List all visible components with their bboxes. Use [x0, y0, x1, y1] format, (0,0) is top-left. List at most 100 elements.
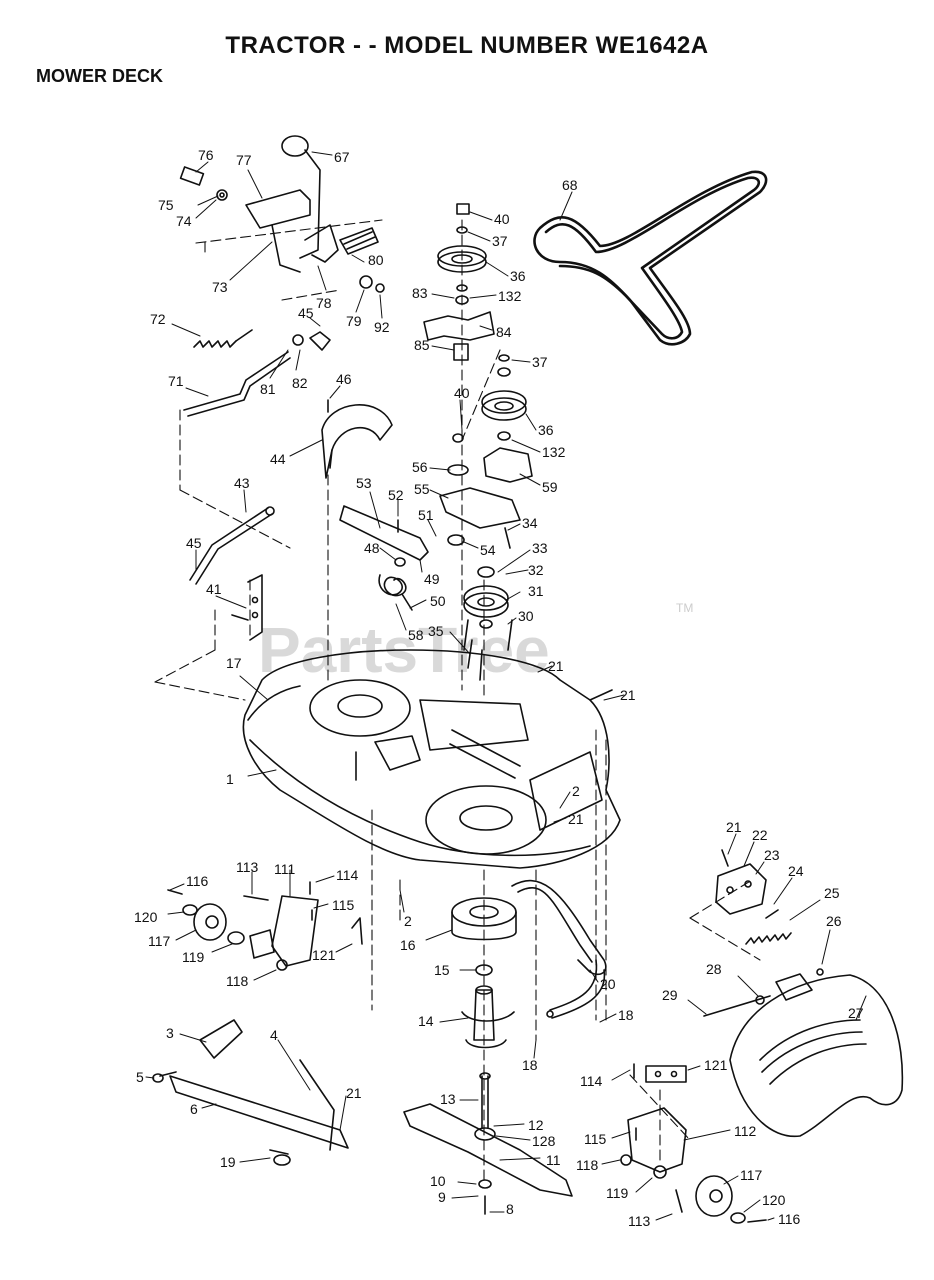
spindle-assembly [451, 897, 517, 1049]
callout-c114b: 114 [580, 1073, 603, 1089]
callout-c6: 6 [190, 1101, 198, 1117]
callout-c54: 54 [480, 542, 496, 558]
idler-arm-53 [339, 505, 429, 567]
callout-c33: 33 [532, 540, 548, 556]
callout-c20: 20 [600, 976, 616, 992]
callout-c26: 26 [826, 913, 842, 929]
callout-c114a: 114 [336, 867, 359, 883]
callout-c121b: 121 [704, 1057, 728, 1073]
lift-link-43 [189, 506, 275, 585]
callout-c85: 85 [414, 337, 430, 353]
axle-bracket-assembly [152, 1019, 349, 1166]
callout-c117a: 117 [148, 933, 171, 949]
callout-c45b: 45 [186, 535, 202, 551]
callout-c24: 24 [788, 863, 804, 879]
assembly-dash-lines [154, 219, 761, 1181]
callout-c40a: 40 [494, 211, 510, 227]
callout-c119b: 119 [606, 1185, 629, 1201]
callout-c59: 59 [542, 479, 558, 495]
callout-c46: 46 [336, 371, 352, 387]
callout-c2b: 2 [404, 913, 412, 929]
bracket-22-23 [715, 849, 767, 915]
rod-29 [703, 995, 771, 1017]
callout-c8: 8 [506, 1201, 514, 1217]
callout-c48: 48 [364, 540, 380, 556]
callout-c119a: 119 [182, 949, 205, 965]
callout-c117b: 117 [740, 1167, 763, 1183]
callout-c113a: 113 [236, 859, 259, 875]
callout-c113b: 113 [628, 1213, 651, 1229]
callout-c55: 55 [414, 481, 430, 497]
callout-c18a: 18 [618, 1007, 634, 1023]
callout-c49: 49 [424, 571, 440, 587]
callout-c21e: 21 [726, 819, 742, 835]
idler-assembly-left [167, 881, 363, 971]
callout-c14: 14 [418, 1013, 434, 1029]
callout-c21a: 21 [548, 658, 564, 674]
callout-c118b: 118 [576, 1157, 599, 1173]
callout-c74: 74 [176, 213, 192, 229]
callout-c11: 11 [546, 1152, 561, 1168]
callout-c112: 112 [734, 1123, 757, 1139]
callout-c29: 29 [662, 987, 678, 1003]
lift-rod-71 [183, 331, 331, 417]
bracket-41 [231, 574, 263, 641]
callout-c16: 16 [400, 937, 416, 953]
callout-c53: 53 [356, 475, 372, 491]
drive-belt-68 [533, 170, 768, 346]
callout-c58: 58 [408, 627, 424, 643]
callout-c75: 75 [158, 197, 174, 213]
callout-c68: 68 [562, 177, 578, 193]
callout-c12: 12 [528, 1117, 544, 1133]
callout-c83: 83 [412, 285, 428, 301]
section-title: MOWER DECK [36, 66, 163, 86]
discharge-chute-27 [729, 973, 904, 1138]
callout-c115a: 115 [332, 897, 355, 913]
callout-c128: 128 [532, 1133, 556, 1149]
callout-c71: 71 [168, 373, 184, 389]
callout-c23: 23 [764, 847, 780, 863]
callout-c30: 30 [518, 608, 534, 624]
callout-c17: 17 [226, 655, 242, 671]
callout-c82: 82 [292, 375, 308, 391]
lift-handle-assembly [179, 135, 385, 293]
callout-c118a: 118 [226, 973, 249, 989]
callout-c51: 51 [418, 507, 434, 523]
callout-c67: 67 [334, 149, 350, 165]
callout-c9: 9 [438, 1189, 446, 1205]
callout-c116b: 116 [778, 1211, 801, 1227]
callout-c19: 19 [220, 1154, 236, 1170]
watermark-trademark: TM [676, 601, 693, 615]
callout-c72: 72 [150, 311, 166, 327]
callout-c116a: 116 [186, 873, 209, 889]
belt-cover-44 [321, 399, 393, 479]
callout-c121a: 121 [312, 947, 336, 963]
callout-c132a: 132 [498, 288, 522, 304]
callout-c56: 56 [412, 459, 428, 475]
callout-c120a: 120 [134, 909, 158, 925]
callout-c10: 10 [430, 1173, 446, 1189]
callout-c44: 44 [270, 451, 286, 467]
callout-c73: 73 [212, 279, 228, 295]
callout-c76: 76 [198, 147, 214, 163]
callout-c115b: 115 [584, 1131, 607, 1147]
callout-c28: 28 [706, 961, 722, 977]
callout-c35: 35 [428, 623, 444, 639]
callout-c80: 80 [368, 252, 384, 268]
callout-c4: 4 [270, 1027, 278, 1043]
callout-c36b: 36 [538, 422, 554, 438]
callout-c84: 84 [496, 324, 512, 340]
callout-c2a: 2 [572, 783, 580, 799]
callout-c79: 79 [346, 313, 362, 329]
callout-c37b: 37 [532, 354, 548, 370]
pulley-stack-upper [423, 203, 495, 361]
mower-deck-1 [242, 649, 621, 869]
spring-72 [193, 329, 253, 348]
callout-c43: 43 [234, 475, 250, 491]
callout-c111: 111 [274, 861, 295, 877]
callout-c21d: 21 [346, 1085, 362, 1101]
callout-c41: 41 [206, 581, 222, 597]
callout-c132b: 132 [542, 444, 566, 460]
callout-c52: 52 [388, 487, 404, 503]
idler-assembly-right [620, 1063, 767, 1224]
